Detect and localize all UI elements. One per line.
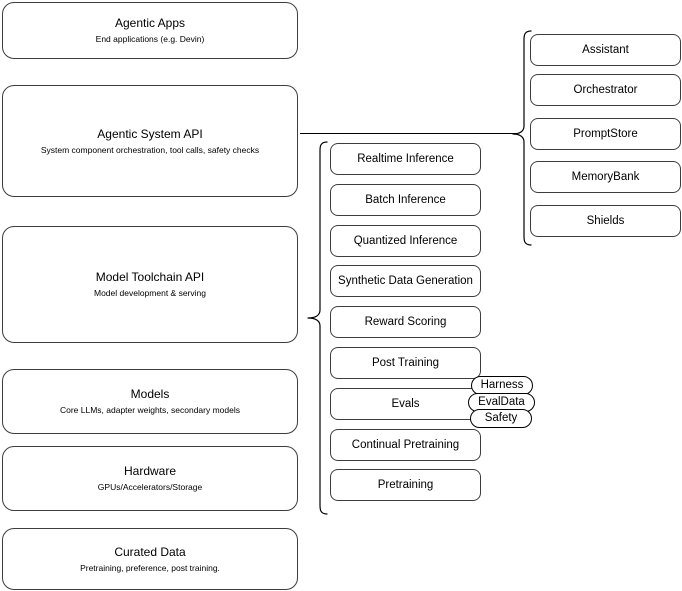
connector-line-system-api-to-components (300, 133, 518, 134)
system-component-label: Orchestrator (573, 84, 638, 96)
component-box-realtime-inference[interactable]: Realtime Inference (330, 143, 481, 175)
layer-box-models[interactable]: Models Core LLMs, adapter weights, secon… (2, 369, 298, 434)
component-box-evals[interactable]: Evals (330, 388, 481, 420)
component-label: Realtime Inference (357, 153, 454, 165)
layer-subtitle: End applications (e.g. Devin) (95, 34, 205, 44)
layer-subtitle: GPUs/Accelerators/Storage (97, 482, 203, 492)
system-component-box-memorybank[interactable]: MemoryBank (530, 161, 681, 193)
layer-title: Models (130, 387, 170, 401)
component-box-post-training[interactable]: Post Training (330, 347, 481, 379)
component-box-synthetic-data-generation[interactable]: Synthetic Data Generation (330, 265, 481, 297)
pill-label: Harness (480, 379, 524, 391)
brace-toolchain-components (306, 141, 328, 515)
layer-title: Hardware (123, 464, 177, 478)
system-component-box-assistant[interactable]: Assistant (530, 34, 681, 66)
layer-subtitle: Model development & serving (94, 288, 206, 298)
system-component-label: PromptStore (573, 128, 638, 140)
evals-subcomponent-safety[interactable]: Safety (470, 409, 532, 428)
component-label: Batch Inference (365, 194, 446, 206)
layer-title: Model Toolchain API (95, 270, 205, 284)
layer-title: Curated Data (114, 544, 186, 559)
pill-label: EvalData (478, 396, 525, 408)
system-component-label: Shields (586, 215, 625, 227)
component-box-continual-pretraining[interactable]: Continual Pretraining (330, 429, 481, 461)
pill-label: Safety (484, 412, 518, 424)
layer-subtitle: System component orchestration, tool cal… (40, 144, 260, 155)
system-component-box-promptstore[interactable]: PromptStore (530, 118, 681, 150)
component-label: Pretraining (377, 479, 434, 491)
layer-box-agentic-system-api[interactable]: Agentic System API System component orch… (2, 85, 298, 197)
layer-subtitle: Pretraining, preference, post training. (80, 562, 220, 573)
layer-box-model-toolchain-api[interactable]: Model Toolchain API Model development & … (2, 226, 298, 343)
component-box-batch-inference[interactable]: Batch Inference (330, 184, 481, 216)
system-component-box-orchestrator[interactable]: Orchestrator (530, 74, 681, 106)
layer-title: Agentic Apps (114, 16, 186, 30)
component-label: Post Training (371, 357, 440, 369)
component-box-pretraining[interactable]: Pretraining (330, 469, 481, 501)
component-label: Quantized Inference (353, 235, 458, 247)
system-component-box-shields[interactable]: Shields (530, 205, 681, 237)
layer-box-hardware[interactable]: Hardware GPUs/Accelerators/Storage (2, 446, 298, 511)
layer-title: Agentic System API (97, 126, 203, 141)
system-component-label: MemoryBank (571, 171, 640, 183)
system-component-label: Assistant (582, 44, 629, 56)
component-label: Evals (391, 398, 420, 410)
layer-subtitle: Core LLMs, adapter weights, secondary mo… (59, 405, 240, 415)
layer-box-curated-data[interactable]: Curated Data Pretraining, preference, po… (2, 528, 298, 590)
component-box-reward-scoring[interactable]: Reward Scoring (330, 306, 481, 338)
component-box-quantized-inference[interactable]: Quantized Inference (330, 225, 481, 257)
component-label: Reward Scoring (364, 316, 447, 328)
component-label: Continual Pretraining (351, 439, 460, 451)
brace-system-components (512, 30, 532, 246)
evals-subcomponent-evaldata[interactable]: EvalData (468, 393, 535, 412)
component-label: Synthetic Data Generation (338, 275, 473, 287)
layer-box-agentic-apps[interactable]: Agentic Apps End applications (e.g. Devi… (2, 2, 298, 59)
